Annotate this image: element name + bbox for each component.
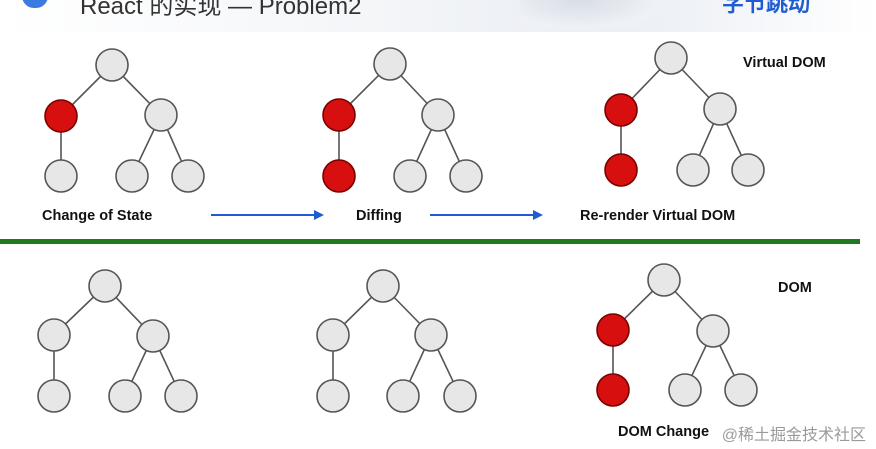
tree-dom-changed: [596, 263, 758, 407]
tree-rerender: [604, 41, 765, 187]
tree-node: [703, 92, 737, 126]
tree-node: [108, 379, 142, 413]
tree-node: [654, 41, 688, 75]
slide-header: React 的实现 — Problem2 字节跳动: [0, 0, 876, 32]
tree-node: [421, 98, 455, 132]
label-change-of-state: Change of State: [42, 208, 152, 224]
label-rerender-virtual-dom: Re-render Virtual DOM: [580, 208, 735, 224]
tree-node: [443, 379, 477, 413]
tree-dom-unchanged: [316, 269, 477, 413]
tree-node: [373, 47, 407, 81]
tree-dom-before: [37, 269, 198, 413]
tree-node: [386, 379, 420, 413]
tree-node: [696, 314, 730, 348]
tree-node: [316, 318, 350, 352]
tree-node: [88, 269, 122, 303]
tree-node: [136, 319, 170, 353]
slide-title: React 的实现 — Problem2: [80, 0, 362, 20]
logo-icon: [22, 0, 48, 8]
tree-node: [449, 159, 483, 193]
tree-node-changed: [322, 159, 356, 193]
tree-node-changed: [44, 99, 78, 133]
tree-node: [95, 48, 129, 82]
tree-change-of-state: [44, 48, 205, 193]
label-virtual-dom: Virtual DOM: [743, 55, 826, 71]
tree-node: [144, 98, 178, 132]
tree-node: [115, 159, 149, 193]
section-divider: [0, 239, 860, 244]
header-photo: [520, 0, 670, 32]
brand-logo: 字节跳动: [722, 0, 811, 16]
tree-node-changed: [604, 93, 638, 127]
label-dom: DOM: [778, 280, 812, 296]
watermark: @稀土掘金技术社区: [721, 427, 866, 444]
tree-node: [724, 373, 758, 407]
tree-node: [393, 159, 427, 193]
label-dom-change: DOM Change: [618, 424, 709, 440]
tree-node: [37, 379, 71, 413]
tree-node: [414, 318, 448, 352]
tree-node: [676, 153, 710, 187]
tree-node: [668, 373, 702, 407]
tree-node-changed: [596, 313, 630, 347]
tree-node: [164, 379, 198, 413]
tree-node: [44, 159, 78, 193]
tree-node: [647, 263, 681, 297]
tree-node: [316, 379, 350, 413]
tree-node: [731, 153, 765, 187]
tree-node-changed: [604, 153, 638, 187]
label-diffing: Diffing: [356, 208, 402, 224]
tree-node-changed: [596, 373, 630, 407]
tree-node: [171, 159, 205, 193]
tree-node: [366, 269, 400, 303]
tree-node-changed: [322, 98, 356, 132]
tree-diffing: [322, 47, 483, 193]
tree-node: [37, 318, 71, 352]
